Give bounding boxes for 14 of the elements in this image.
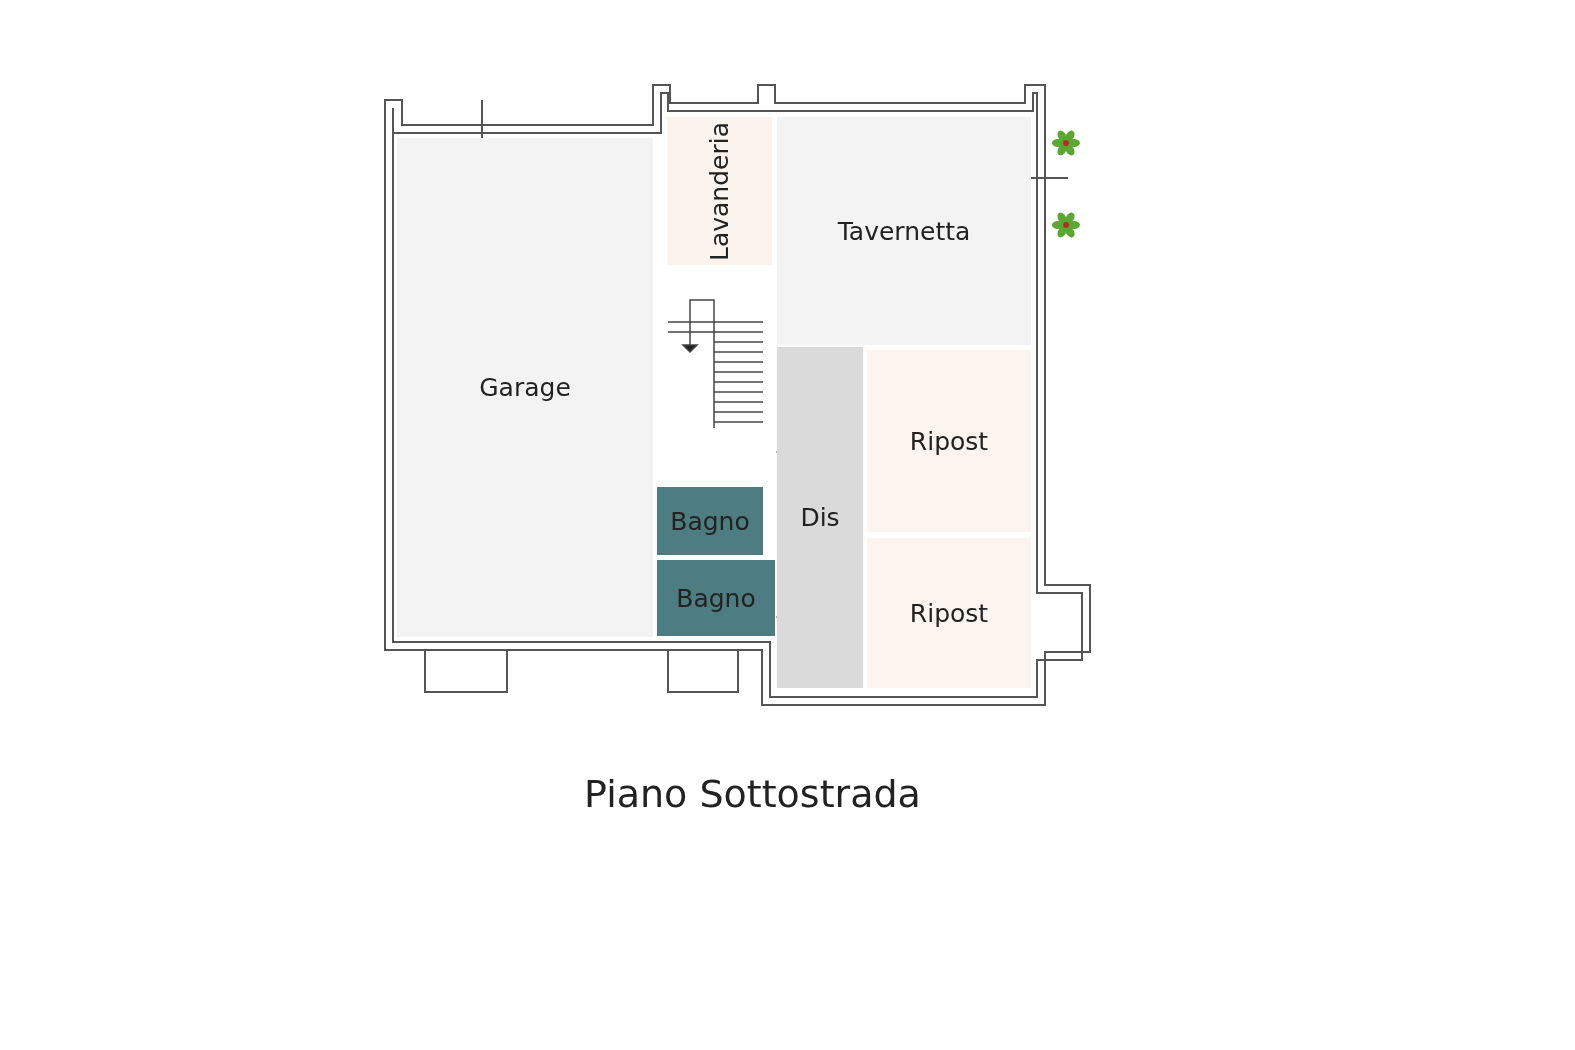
room-label: Garage: [479, 373, 571, 402]
room-label: Lavanderia: [705, 121, 734, 261]
room-label: Bagno: [676, 583, 756, 613]
room-area: [657, 560, 775, 636]
room-label: Ripost: [909, 598, 989, 628]
room-label: Tavernetta: [837, 216, 971, 246]
room-label: Bagno: [670, 506, 750, 536]
room-label: Dis: [800, 503, 840, 532]
room-area: [397, 138, 653, 637]
room-area: [777, 347, 863, 688]
room-label: Ripost: [909, 426, 989, 456]
room-area: [657, 487, 763, 555]
floor-caption: Piano Sottostrada: [583, 772, 922, 816]
room-area: [777, 117, 1031, 345]
